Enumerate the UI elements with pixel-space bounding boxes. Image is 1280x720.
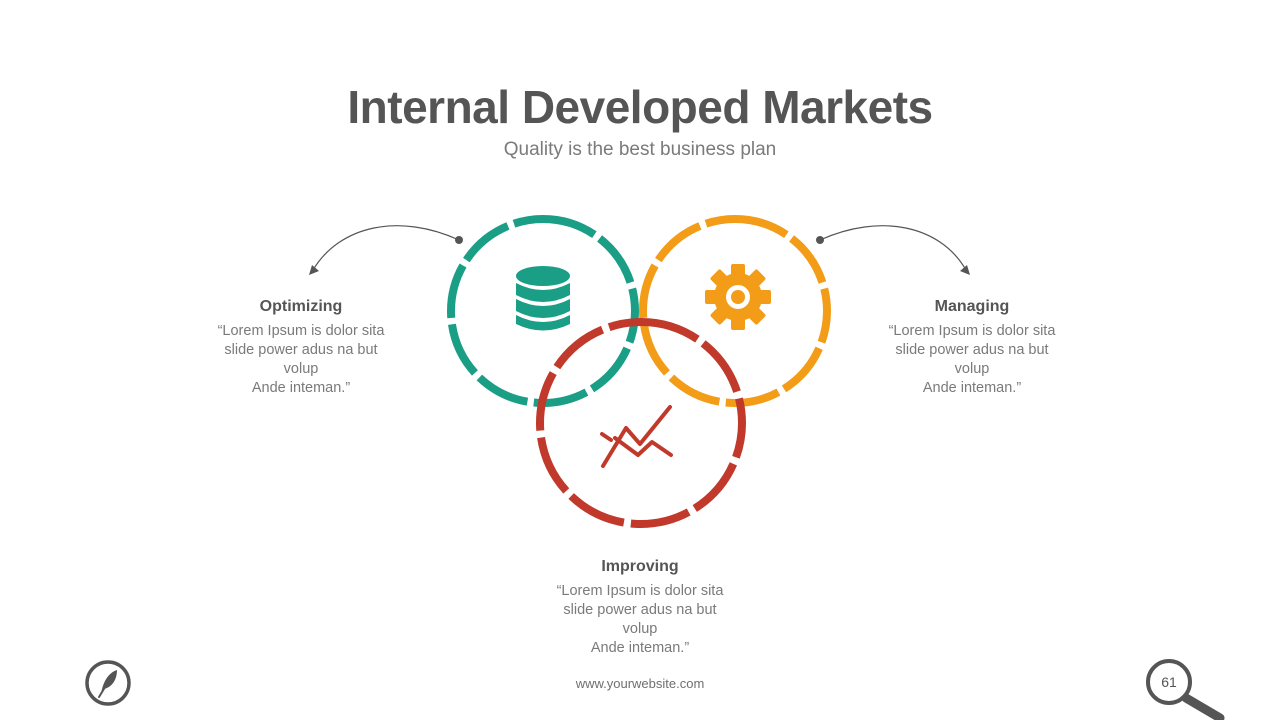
right-connector-arrow — [816, 225, 970, 275]
page-subtitle: Quality is the best business plan — [503, 139, 777, 160]
optimizing-body: “Lorem Ipsum is dolor sita slide power a… — [217, 323, 385, 396]
managing-body: “Lorem Ipsum is dolor sita slide power a… — [888, 323, 1056, 396]
trend-chart-icon — [600, 405, 673, 468]
managing-heading: Managing — [934, 298, 1010, 315]
managing-circle — [639, 215, 831, 407]
magnifier-icon — [1146, 659, 1225, 720]
gear-icon — [705, 264, 771, 330]
page-title: Internal Developed Markets — [347, 81, 933, 133]
left-connector-arrow — [309, 225, 463, 275]
optimizing-block: Optimizing “Lorem Ipsum is dolor sita sl… — [191, 298, 411, 398]
page-number: 61 — [1161, 674, 1177, 690]
footer-website[interactable]: www.yourwebsite.com — [575, 676, 705, 691]
managing-block: Managing “Lorem Ipsum is dolor sita slid… — [862, 298, 1082, 398]
improving-block: Improving “Lorem Ipsum is dolor sita sli… — [530, 558, 750, 658]
improving-heading: Improving — [601, 558, 679, 575]
database-icon — [516, 266, 570, 331]
feather-icon — [85, 660, 131, 706]
improving-circle — [536, 318, 746, 528]
improving-body: “Lorem Ipsum is dolor sita slide power a… — [556, 583, 724, 656]
optimizing-heading: Optimizing — [259, 298, 343, 315]
